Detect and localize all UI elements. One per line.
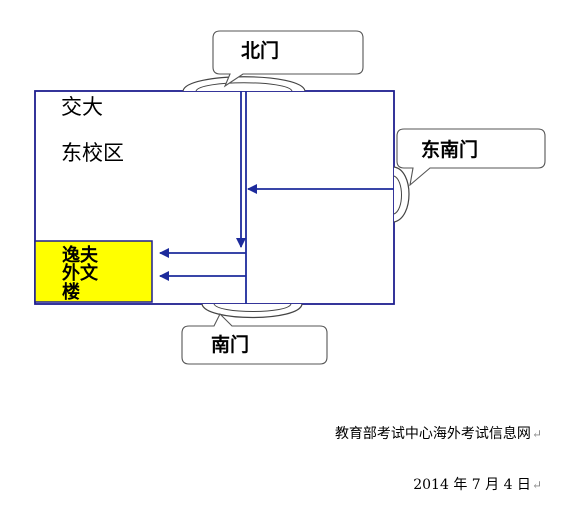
south-gate-arch-inner: [213, 303, 292, 312]
footer-date-paragraph-mark: ↵: [531, 478, 542, 492]
building-label-line2: 外文: [62, 262, 99, 284]
south-gate-callout: [181, 313, 328, 365]
southeast-gate-label: 东南门: [421, 138, 478, 161]
north-gate-arch-inner: [195, 82, 293, 92]
footer-date: 2014 年 7 月 4 日↵: [413, 474, 542, 494]
campus-label-line2: 东校区: [61, 141, 124, 165]
north-gate-label: 北门: [241, 39, 279, 62]
footer-source-paragraph-mark: ↵: [531, 427, 542, 441]
south-gate-label: 南门: [211, 333, 249, 356]
footer-source: 教育部考试中心海外考试信息网↵: [335, 423, 542, 443]
campus-label-line1: 交大: [61, 95, 103, 119]
building-label-line3: 楼: [62, 281, 80, 303]
north-gate-callout: [212, 30, 364, 88]
southeast-gate-callout: [396, 128, 546, 187]
footer-source-text: 教育部考试中心海外考试信息网: [334, 426, 531, 442]
footer-date-text: 2014 年 7 月 4 日: [413, 477, 531, 493]
north-gate-arch: [182, 76, 306, 92]
southeast-gate-arch-inner: [393, 175, 402, 215]
south-gate-arch: [201, 303, 303, 319]
building-label-line1: 逸夫: [62, 244, 99, 266]
building-box: [34, 240, 153, 303]
